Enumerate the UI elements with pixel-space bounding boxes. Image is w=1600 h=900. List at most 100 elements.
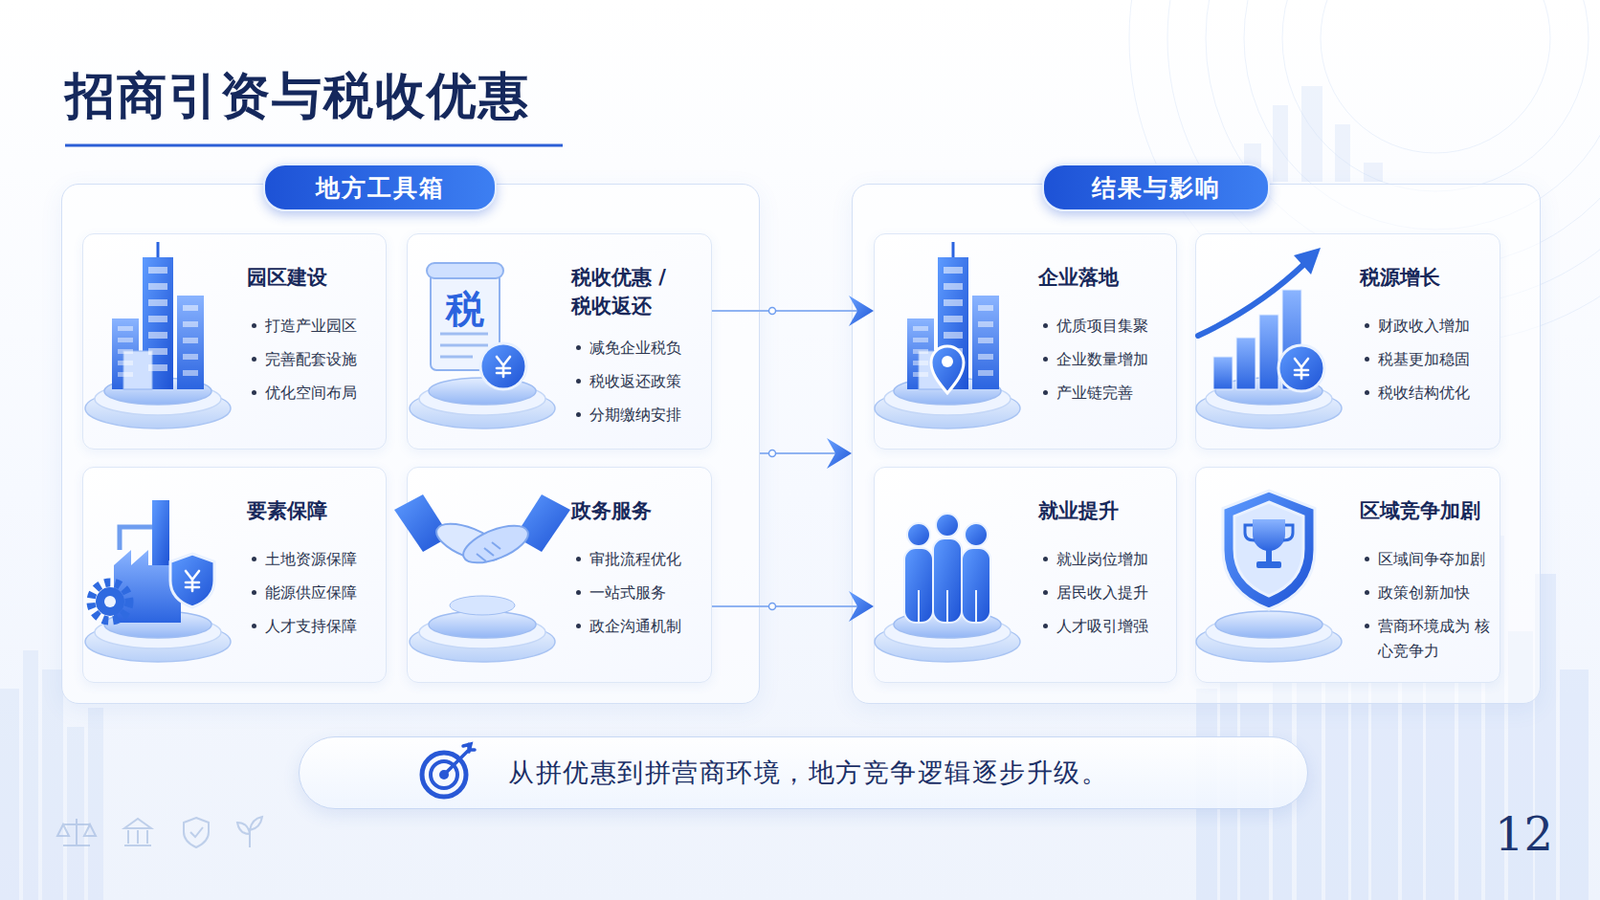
content-card: 区域竞争加剧区域间争夺加剧政策创新加快营商环境成为 核心竞争力	[1195, 466, 1501, 684]
card-heading: 园区建设	[246, 263, 381, 292]
skyline-building	[42, 669, 64, 900]
decor-arc	[1320, 0, 1551, 154]
skyline-building	[1401, 669, 1423, 900]
bullet-text: 人才吸引增强	[1056, 614, 1181, 640]
content-card: 要素保障土地资源保障能源供应保障人才支持保障	[82, 466, 387, 684]
bullet-row: 打造产业园区	[251, 313, 384, 339]
shield-icon	[183, 818, 209, 848]
bullet-text: 一站式服务	[589, 580, 714, 606]
skyline-building	[1334, 124, 1351, 182]
arrow-dot	[769, 450, 777, 458]
card-heading: 要素保障	[246, 496, 381, 526]
bullet-dot	[1043, 390, 1048, 396]
bullet-dot	[576, 412, 581, 418]
content-card: 企业落地优质项目集聚企业数量增加产业链完善	[873, 233, 1178, 450]
bullet-row: 完善配套设施	[251, 347, 384, 373]
bullet-text: 完善配套设施	[265, 347, 390, 373]
content-card: 就业提升就业岗位增加居民收入提升人才吸引增强	[873, 466, 1178, 684]
bullet-row: 企业数量增加	[1043, 347, 1175, 373]
bullet-dot	[1043, 623, 1048, 629]
content-card: 园区建设打造产业园区完善配套设施优化空间布局	[82, 233, 387, 450]
bullet-text: 打造产业园区	[265, 313, 390, 339]
bullet-text: 财政收入增加	[1377, 313, 1503, 339]
bullet-row: 税收结构优化	[1364, 380, 1498, 406]
header-text: 地方工具箱	[315, 172, 445, 204]
skyline-building	[66, 727, 85, 900]
flow-arrow	[759, 438, 852, 469]
bullet-dot	[251, 323, 257, 329]
bank-icon-line	[124, 819, 152, 846]
arrow-dot	[769, 308, 777, 315]
icon-character: 税	[445, 288, 485, 331]
decor-arc	[1282, 0, 1589, 192]
arrow-head	[826, 438, 852, 469]
scale-icon	[57, 819, 96, 846]
bullet-dot	[576, 556, 581, 562]
bullet-row: 优质项目集聚	[1043, 313, 1175, 339]
bullet-text: 企业数量增加	[1056, 347, 1181, 373]
bullet-text: 政策创新加快	[1377, 580, 1503, 606]
bullet-text: 优质项目集聚	[1056, 313, 1181, 339]
bullet-text: 就业岗位增加	[1056, 547, 1181, 573]
content-card: 税源增长财政收入增加税基更加稳固税收结构优化	[1195, 233, 1501, 450]
bullet-row: 政企沟通机制	[576, 614, 710, 640]
content-card: 税收优惠 / 税收返还减免企业税负税收返还政策分期缴纳安排	[406, 233, 712, 450]
bank-icon	[124, 819, 152, 846]
bullet-row: 土地资源保障	[251, 547, 384, 573]
header-pill: 地方工具箱	[263, 163, 497, 212]
summary-banner: 从拼优惠到拼营商环境，地方竞争逻辑逐步升级。	[298, 736, 1309, 810]
scale-icon-line	[57, 819, 96, 846]
content-card: 政务服务审批流程优化一站式服务政企沟通机制	[406, 466, 712, 684]
bullet-dot	[576, 378, 581, 384]
bullet-text: 居民收入提升	[1056, 580, 1181, 606]
bullet-dot	[1043, 590, 1048, 596]
bullet-row: 优化空间布局	[251, 380, 384, 406]
skyline-building	[1559, 669, 1589, 900]
bullet-dot	[1364, 390, 1370, 396]
sprout-icon	[237, 817, 263, 848]
card-heading: 区域竞争加剧	[1359, 496, 1504, 526]
skyline-building	[88, 708, 104, 900]
bullet-text: 人才支持保障	[265, 614, 390, 640]
bullet-row: 审批流程优化	[576, 547, 710, 573]
bullet-row: 财政收入增加	[1364, 313, 1498, 339]
bullet-row: 一站式服务	[576, 580, 710, 606]
bullet-text: 政企沟通机制	[589, 614, 714, 640]
bullet-row: 政策创新加快	[1364, 580, 1498, 606]
bullet-dot	[251, 356, 257, 362]
skyline-building	[1363, 162, 1383, 182]
bullet-dot	[1364, 590, 1370, 596]
card-heading: 政务服务	[571, 496, 706, 526]
bullet-dot	[1043, 356, 1048, 362]
bullet-dot	[1364, 356, 1370, 362]
bullet-text: 产业链完善	[1056, 380, 1181, 406]
skyline-building	[0, 688, 20, 900]
bullet-dot	[251, 390, 257, 396]
bullet-row: 就业岗位增加	[1043, 547, 1175, 573]
bullet-dot	[251, 556, 257, 562]
slide-title: 招商引资与税收优惠	[65, 63, 531, 131]
group-panel: 结果与影响企业落地优质项目集聚企业数量增加产业链完善税源增长财政收入增加税基更加…	[851, 183, 1541, 705]
bullet-dot	[1043, 556, 1048, 562]
bullet-row: 居民收入提升	[1043, 580, 1175, 606]
bullet-dot	[576, 623, 581, 629]
skyline-building	[1272, 105, 1289, 182]
bullet-dot	[576, 590, 581, 596]
card-heading: 就业提升	[1038, 496, 1173, 526]
shield-icon-line	[183, 818, 209, 848]
banner-text: 从拼优惠到拼营商环境，地方竞争逻辑逐步升级。	[508, 756, 1109, 790]
bullet-text: 能源供应保障	[265, 580, 390, 606]
bullet-row: 能源供应保障	[251, 580, 384, 606]
bullet-dot	[1364, 623, 1370, 629]
bullet-dot	[1364, 323, 1370, 329]
sprout-icon-line	[237, 817, 263, 848]
bullet-text: 营商环境成为 核心竞争力	[1377, 614, 1503, 665]
bullet-text: 区域间争夺加剧	[1377, 547, 1503, 573]
bullet-text: 税收结构优化	[1377, 380, 1503, 406]
bullet-row: 人才吸引增强	[1043, 614, 1175, 640]
bullet-row: 人才支持保障	[251, 614, 384, 640]
group-panel: 地方工具箱园区建设打造产业园区完善配套设施优化空间布局税收优惠 / 税收返还减免…	[61, 183, 760, 705]
arrow-dot	[769, 603, 777, 611]
bullet-dot	[251, 623, 257, 629]
